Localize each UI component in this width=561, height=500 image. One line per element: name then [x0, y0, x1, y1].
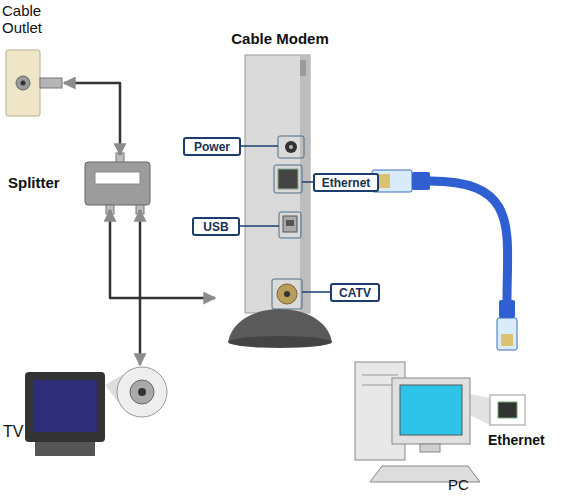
- coax-plug: [40, 78, 62, 88]
- catv-pin: [284, 291, 290, 297]
- tv-base: [35, 442, 95, 456]
- port-frame: [272, 279, 302, 309]
- ethernet-cable: [345, 181, 508, 350]
- pc-screen: [400, 385, 462, 435]
- computer: [355, 362, 525, 482]
- tv-case: [25, 372, 105, 442]
- port-callout: Power: [183, 137, 241, 156]
- node-text: Cable Outlet: [2, 2, 64, 37]
- port-callout: CATV: [330, 283, 380, 302]
- splitter-sticker: [95, 172, 140, 184]
- rj45-plug: [497, 318, 517, 350]
- splitter-node: Splitter: [5, 155, 155, 210]
- port-callout: Ethernet: [313, 173, 379, 192]
- power-pin: [289, 145, 293, 149]
- node-text: Ethernet: [322, 176, 371, 190]
- plug-boot: [499, 300, 515, 318]
- outlet-pin: [21, 81, 26, 86]
- zoom-circle: [117, 367, 167, 417]
- outlet-node: Cable Outlet: [0, 0, 64, 118]
- node-text: CATV: [339, 286, 371, 300]
- coax-cable: [64, 83, 120, 155]
- power-jack: [285, 141, 297, 153]
- zoom-box: [490, 395, 525, 425]
- leader-line: [241, 145, 278, 147]
- node-text: PC: [448, 476, 469, 493]
- leader-line: [302, 291, 330, 293]
- drive-slot: [362, 375, 398, 376]
- port-frame: [279, 212, 301, 238]
- modem-button: [300, 60, 306, 76]
- modem-tower: [228, 55, 332, 348]
- plug-boot: [412, 172, 430, 190]
- tv-coax-jack: [130, 380, 154, 404]
- node-text: Splitter: [8, 174, 60, 191]
- television: [25, 367, 167, 456]
- modem-case: [245, 55, 310, 313]
- node-text: Power: [194, 140, 230, 154]
- leader-line: [302, 181, 313, 183]
- coax-cable: [139, 210, 142, 365]
- catv-connector: [277, 284, 297, 304]
- tv-node: TV: [0, 365, 175, 465]
- outlet-socket: [16, 76, 30, 90]
- pc-ethernet-port: [498, 402, 517, 418]
- modem-stand-foot: [228, 336, 332, 348]
- tv-screen: [33, 380, 97, 432]
- node-text: USB: [203, 220, 228, 234]
- splitter-case: [85, 162, 150, 205]
- port-label: Ethernet: [488, 432, 545, 448]
- plug-contacts: [501, 334, 513, 346]
- usb-port: [283, 216, 297, 232]
- node-text: TV: [3, 423, 23, 441]
- tv-coax-pin: [138, 388, 146, 396]
- pc-monitor: [392, 378, 470, 444]
- monitor-stand: [420, 444, 440, 452]
- ethernet-port: [278, 169, 298, 189]
- modem-node: Cable ModemPowerEthernetUSBCATV: [215, 30, 345, 348]
- usb-slot: [286, 220, 294, 226]
- splitter-body: [85, 153, 150, 214]
- outlet-plate: [6, 50, 40, 116]
- pc-node: PC: [340, 350, 530, 500]
- port-callout: USB: [192, 217, 240, 236]
- port-frame: [278, 136, 304, 158]
- node-text: Cable Modem: [215, 30, 345, 47]
- wall-outlet: [6, 50, 62, 116]
- leader-line: [240, 225, 279, 227]
- port-frame: [274, 165, 302, 193]
